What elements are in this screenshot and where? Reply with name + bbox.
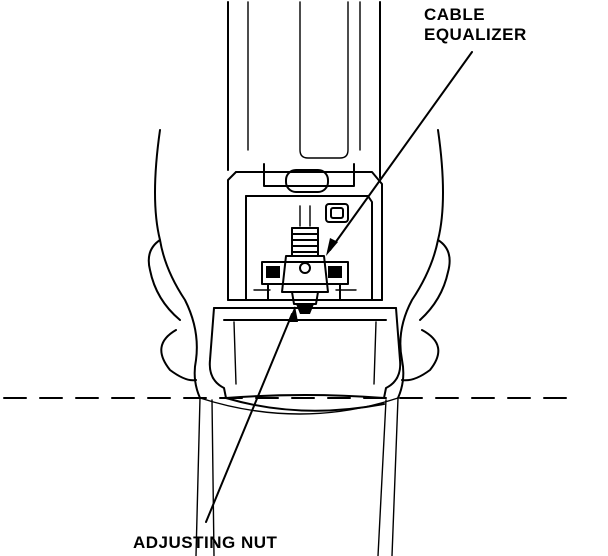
right-seat-contour bbox=[377, 129, 451, 556]
cable-equalizer-label: CABLE EQUALIZER bbox=[424, 5, 527, 45]
console-upper-tunnel bbox=[227, 1, 381, 179]
adjusting-nut-leader bbox=[205, 306, 298, 523]
left-seat-contour bbox=[147, 129, 215, 556]
cable-equalizer-label-line1: CABLE bbox=[424, 5, 486, 24]
cable-equalizer-label-line2: EQUALIZER bbox=[424, 25, 527, 44]
console-body bbox=[199, 163, 402, 415]
cable-equalizer-assembly bbox=[253, 203, 357, 314]
adjusting-nut-label: ADJUSTING NUT bbox=[133, 533, 278, 552]
cable-equalizer-leader bbox=[326, 51, 473, 256]
